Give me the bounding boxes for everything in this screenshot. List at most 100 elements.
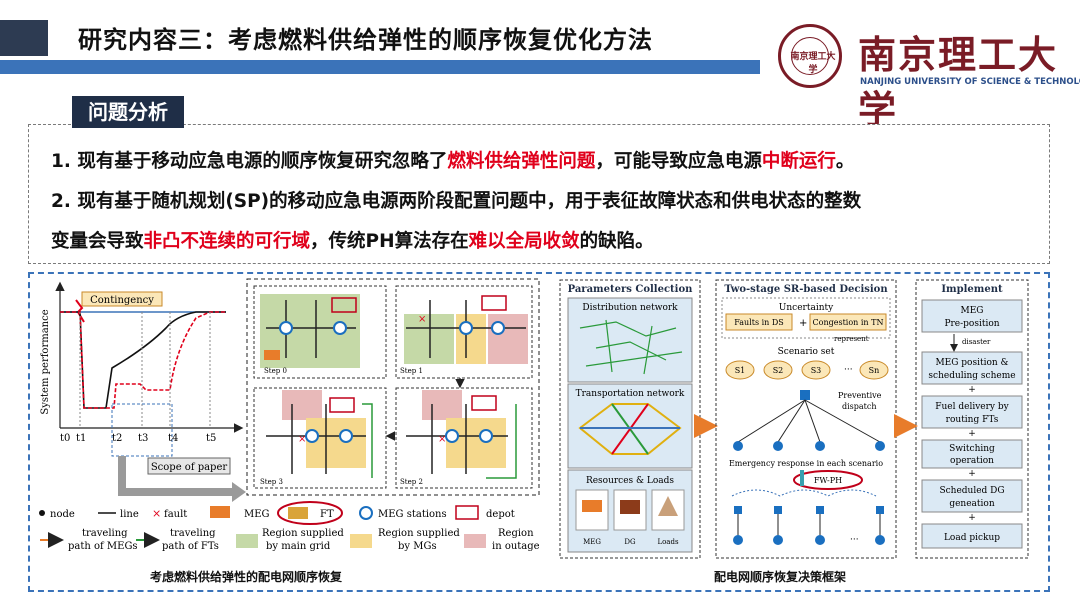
logo-english-name: NANJING UNIVERSITY OF SCIENCE & TECHNOLO… [860,77,1080,87]
svg-text:Transportation network: Transportation network [576,389,685,399]
svg-text:Preventive: Preventive [838,391,882,400]
svg-text:in outage: in outage [492,541,540,552]
svg-text:MEG position &: MEG position & [935,358,1008,368]
svg-text:by main grid: by main grid [266,541,331,552]
title-bar: 研究内容三：考虑燃料供给弹性的顺序恢复优化方法 [0,0,760,76]
svg-text:routing FTs: routing FTs [946,415,999,425]
svg-text:DG: DG [624,538,636,546]
svg-text:FW-PH: FW-PH [814,476,842,485]
svg-text:Step 3: Step 3 [260,478,283,486]
svg-text:MEG: MEG [961,306,984,316]
black-curve [60,311,226,409]
svg-text:Step 0: Step 0 [264,367,287,375]
problem-box: 1. 现有基于移动应急电源的顺序恢复研究忽略了燃料供给弹性问题，可能导致应急电源… [28,124,1050,264]
tick-t5: t5 [206,433,216,444]
svg-text:operation: operation [950,456,994,466]
svg-text:Sn: Sn [869,366,880,375]
svg-text:geneation: geneation [949,499,994,509]
svg-text:Emergency response in each sce: Emergency response in each scenario [729,459,883,468]
svg-text:Step 2: Step 2 [400,478,423,486]
page-title: 研究内容三：考虑燃料供给弹性的顺序恢复优化方法 [78,26,653,54]
svg-text:traveling: traveling [82,528,128,539]
svg-text:path of MEGs: path of MEGs [68,541,138,552]
restoration-steps-figure: Step 0 × Step 1 × Step 3 × [246,278,540,496]
tick-t3: t3 [138,433,148,444]
red-dashed-curve [60,311,226,409]
step-1-panel: × Step 1 [395,285,533,379]
svg-text:Scheduled DG: Scheduled DG [939,486,1004,496]
svg-text:path of FTs: path of FTs [162,541,219,552]
title-rule [0,60,760,74]
svg-text:Uncertainty: Uncertainty [779,303,834,313]
svg-text:Step 1: Step 1 [400,367,423,375]
svg-text:S1: S1 [735,366,746,375]
ft-icon [288,507,308,519]
problem-line-2: 2. 现有基于随机规划(SP)的移动应急电源两阶段配置问题中，用于表征故障状态和… [51,191,862,212]
svg-text:MEG: MEG [583,538,601,546]
svg-text:S2: S2 [773,366,784,375]
svg-text:Pre-position: Pre-position [944,319,999,329]
svg-text:by MGs: by MGs [398,541,437,552]
university-seal-icon: 南京理工大学 [778,24,842,88]
tick-t0: t0 [60,433,70,444]
problem-line-1: 1. 现有基于移动应急电源的顺序恢复研究忽略了燃料供给弹性问题，可能导致应急电源… [51,151,855,172]
svg-text:Load pickup: Load pickup [944,533,1000,543]
svg-text:Region supplied: Region supplied [378,528,460,539]
svg-text:Scenario set: Scenario set [778,347,835,357]
svg-text:traveling: traveling [170,528,216,539]
svg-text:Switching: Switching [949,444,995,454]
section-tag: 问题分析 [72,96,184,128]
legend: node line × fault MEG FT MEG stations de… [39,501,540,552]
step-2-panel: × Step 2 [395,387,533,489]
svg-text:Region supplied: Region supplied [262,528,344,539]
svg-text:FT: FT [320,509,334,520]
svg-text:Faults in DS: Faults in DS [734,318,784,327]
svg-text:represent: represent [834,335,869,343]
svg-text:+: + [968,469,976,479]
meg-icon [210,506,230,518]
decision-framework-figure: Parameters Collection Distribution netwo… [559,279,1029,559]
svg-text:Distribution network: Distribution network [582,303,678,313]
svg-text:Loads: Loads [657,538,679,546]
svg-text:+: + [968,513,976,523]
problem-line-3: 变量会导致非凸不连续的可行域，传统PH算法存在难以全局收敛的缺陷。 [51,231,654,252]
svg-text:×: × [418,314,426,325]
university-logo: 南京理工大学 南京理工大学 NANJING UNIVERSITY OF SCIE… [778,20,1080,132]
contingency-label: Contingency [90,295,154,306]
scope-box [147,457,231,475]
performance-curve-figure: Contingency System performance t0 t1 t2 … [40,281,246,502]
meg-station-icon [359,506,373,520]
svg-text:Implement: Implement [941,284,1003,295]
svg-text:+: + [968,429,976,439]
svg-text:line: line [120,509,139,520]
svg-text:×: × [298,434,306,445]
svg-text:×: × [438,434,446,445]
svg-text:···: ··· [850,535,859,545]
corner-decoration [0,20,48,56]
y-axis-label: System performance [40,309,51,414]
svg-text:scheduling scheme: scheduling scheme [928,371,1015,381]
tick-t4: t4 [168,433,178,444]
meg-icon [582,500,602,512]
depot-icon [455,505,479,520]
svg-text:Two-stage SR-based Decision: Two-stage SR-based Decision [724,284,888,295]
step-3-panel: × Step 3 [253,387,387,489]
tick-t2: t2 [112,433,122,444]
tick-t1: t1 [76,433,86,444]
loads-icon [658,496,678,516]
logo-chinese-name: 南京理工大学 [858,32,1059,132]
svg-text:×: × [152,507,161,520]
svg-text:depot: depot [486,509,515,520]
left-caption: 考虑燃料供给弹性的配电网顺序恢复 [150,570,343,584]
svg-text:disaster: disaster [962,338,991,346]
svg-text:Fuel delivery by: Fuel delivery by [935,402,1009,412]
implement-panel: Implement MEG Pre-position disaster MEG … [915,279,1029,559]
right-caption: 配电网顺序恢复决策框架 [714,570,847,584]
svg-text:···: ··· [844,365,853,375]
svg-text:+: + [799,318,807,329]
svg-text:MEG stations: MEG stations [378,509,447,520]
step-0-panel: Step 0 [253,285,387,379]
parameters-collection-panel: Parameters Collection Distribution netwo… [559,279,701,559]
svg-text:+: + [968,385,976,395]
dg-icon [620,500,640,514]
